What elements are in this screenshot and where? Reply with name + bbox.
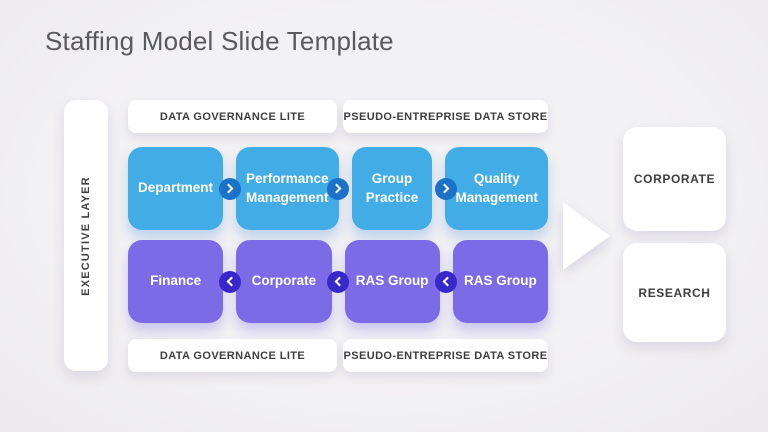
flow-row-blue: Department Performance Management Group … xyxy=(128,147,548,230)
output-card-corporate[interactable]: CORPORATE xyxy=(623,127,726,231)
label-data-governance-lite-top[interactable]: DATA GOVERNANCE LITE xyxy=(128,100,337,133)
big-right-arrow-icon xyxy=(563,202,610,270)
output-card-research[interactable]: RESEARCH xyxy=(623,243,726,342)
flow-box-corporate[interactable]: Corporate xyxy=(236,240,332,323)
arrow-right-connector xyxy=(219,177,241,200)
arrow-left-connector xyxy=(435,270,457,293)
arrow-right-connector xyxy=(435,177,457,200)
chevron-right-icon xyxy=(331,183,342,194)
flow-box-quality-management[interactable]: Quality Management xyxy=(445,147,548,230)
flow-box-ras-group-1[interactable]: RAS Group xyxy=(344,240,440,323)
page-title: Staffing Model Slide Template xyxy=(45,26,394,56)
chevron-left-icon xyxy=(226,276,237,287)
flow-box-department[interactable]: Department xyxy=(128,147,224,230)
arrow-right-connector xyxy=(327,177,349,200)
label-pseudo-entreprise-data-store-bottom[interactable]: PSEUDO-ENTREPRISE DATA STORE xyxy=(343,339,548,372)
flow-box-group-practice[interactable]: Group Practice xyxy=(351,147,433,230)
flow-box-performance-management[interactable]: Performance Management xyxy=(236,147,339,230)
arrow-left-connector xyxy=(327,270,349,293)
flow-box-finance[interactable]: Finance xyxy=(128,240,224,323)
flow-box-ras-group-2[interactable]: RAS Group xyxy=(452,240,548,323)
chevron-right-icon xyxy=(439,183,450,194)
chevron-left-icon xyxy=(442,276,453,287)
executive-layer-label: EXECUTIVE LAYER xyxy=(80,175,92,296)
flow-row-purple: Finance Corporate RAS Group RAS Group xyxy=(128,240,548,323)
chevron-left-icon xyxy=(334,276,345,287)
executive-layer-bar[interactable]: EXECUTIVE LAYER xyxy=(64,100,108,371)
label-pseudo-entreprise-data-store-top[interactable]: PSEUDO-ENTREPRISE DATA STORE xyxy=(343,100,548,133)
chevron-right-icon xyxy=(223,183,234,194)
arrow-left-connector xyxy=(219,270,241,293)
label-data-governance-lite-bottom[interactable]: DATA GOVERNANCE LITE xyxy=(128,339,337,372)
